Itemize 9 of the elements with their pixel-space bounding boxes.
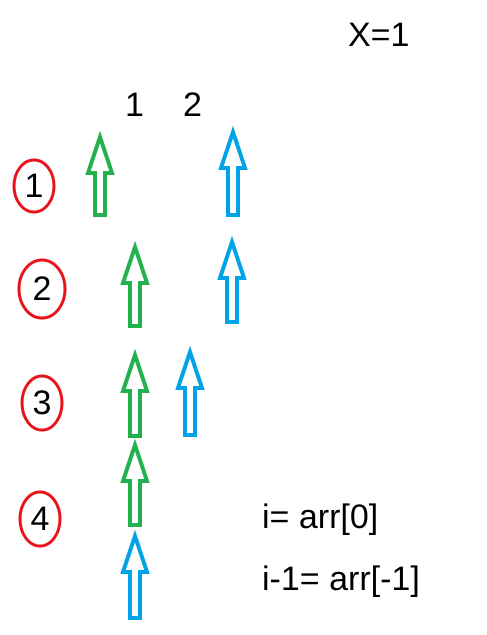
circled-number: 1 (12, 158, 56, 214)
circled-number: 3 (20, 374, 64, 432)
code-text: i= arr[0] (262, 500, 378, 534)
circled-number: 2 (17, 258, 67, 320)
column-number: 2 (183, 88, 202, 122)
code-text: i-1= arr[-1] (262, 562, 420, 596)
circled-number: 4 (18, 490, 62, 548)
column-number: 1 (125, 88, 144, 122)
equation-text: X=1 (348, 18, 410, 52)
